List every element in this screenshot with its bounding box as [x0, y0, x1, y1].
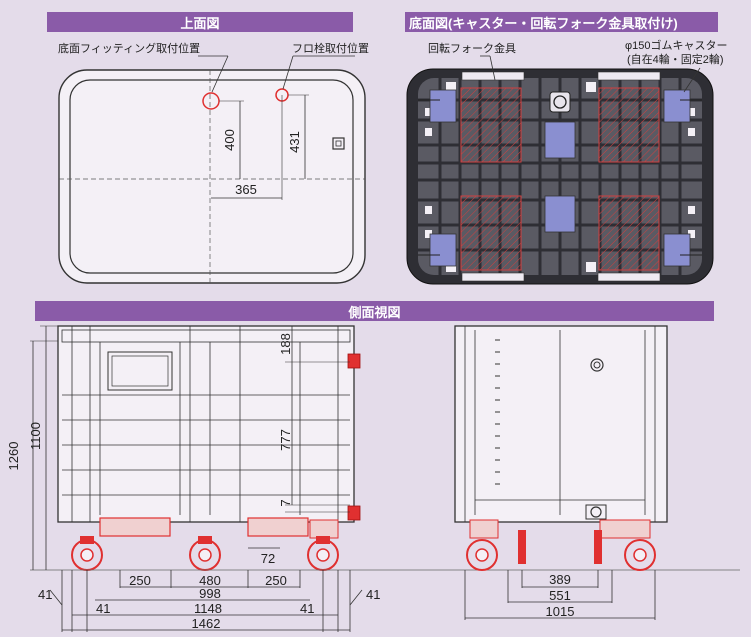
drain-fitting: [553, 95, 567, 109]
top-view-header: 上面図: [47, 12, 353, 32]
side-view-header: 側面視図: [35, 301, 714, 321]
dim-250-left: 250: [129, 573, 151, 588]
dim-41-inner-left: 41: [96, 601, 110, 616]
bottom-view-header: 底面図(キャスター・回転フォーク金具取付け): [405, 12, 718, 32]
bottom-drain-fitting: [347, 505, 361, 521]
dim-72: 72: [261, 551, 275, 566]
top-outlet-fitting: [347, 353, 361, 369]
fork-bracket-left: [99, 517, 171, 537]
handle-slot: [332, 137, 345, 150]
dim-1148: 1148: [194, 601, 222, 616]
label-caster-1: φ150ゴムキャスター: [625, 38, 728, 52]
caster-br: [663, 233, 691, 267]
front-casters: [71, 536, 339, 571]
fork-plate-br: [598, 195, 660, 271]
dim-41-inner-right: 41: [300, 601, 314, 616]
caster-center-bottom: [544, 195, 576, 233]
dim-480: 480: [199, 573, 221, 588]
label-fork-bracket: 回転フォーク金具: [428, 41, 516, 55]
dim-998: 998: [199, 586, 221, 601]
fork-plate-tl: [460, 87, 522, 163]
caster-tl: [429, 89, 457, 123]
label-bottom-fitting: 底面フィッティング取付位置: [58, 41, 200, 55]
dim-389: 389: [549, 572, 571, 587]
dim-7: 7: [278, 499, 293, 506]
fork-plate-tr: [598, 87, 660, 163]
caster-tr: [663, 89, 691, 123]
dim-431: 431: [287, 131, 302, 153]
dim-188: 188: [278, 333, 293, 355]
dim-551: 551: [549, 588, 571, 603]
dim-41-outer-left: 41: [38, 587, 52, 602]
caster-center-top: [544, 121, 576, 159]
side-drain-fitting: [590, 506, 602, 518]
caster-bl: [429, 233, 457, 267]
side-right-view: [454, 325, 668, 620]
bottom-view: [406, 55, 714, 285]
dim-1100: 1100: [28, 422, 43, 450]
right-casters: [466, 530, 656, 571]
label-caster-2: (自在4輪・固定2輪): [627, 52, 724, 66]
dim-777: 777: [278, 429, 293, 451]
dim-400: 400: [222, 129, 237, 151]
dim-250-right: 250: [265, 573, 287, 588]
label-float-plug: フロ栓取付位置: [292, 41, 369, 55]
dim-1015: 1015: [546, 604, 575, 619]
dim-41-outer-right: 41: [366, 587, 380, 602]
dim-1462: 1462: [192, 616, 221, 631]
side-front-view: [30, 325, 740, 632]
side-fitting-top: [590, 358, 604, 372]
fork-bracket-right: [247, 517, 309, 537]
dim-1260: 1260: [6, 442, 21, 471]
top-view: [58, 55, 366, 284]
fork-plate-bl: [460, 195, 522, 271]
dim-365: 365: [235, 182, 257, 197]
